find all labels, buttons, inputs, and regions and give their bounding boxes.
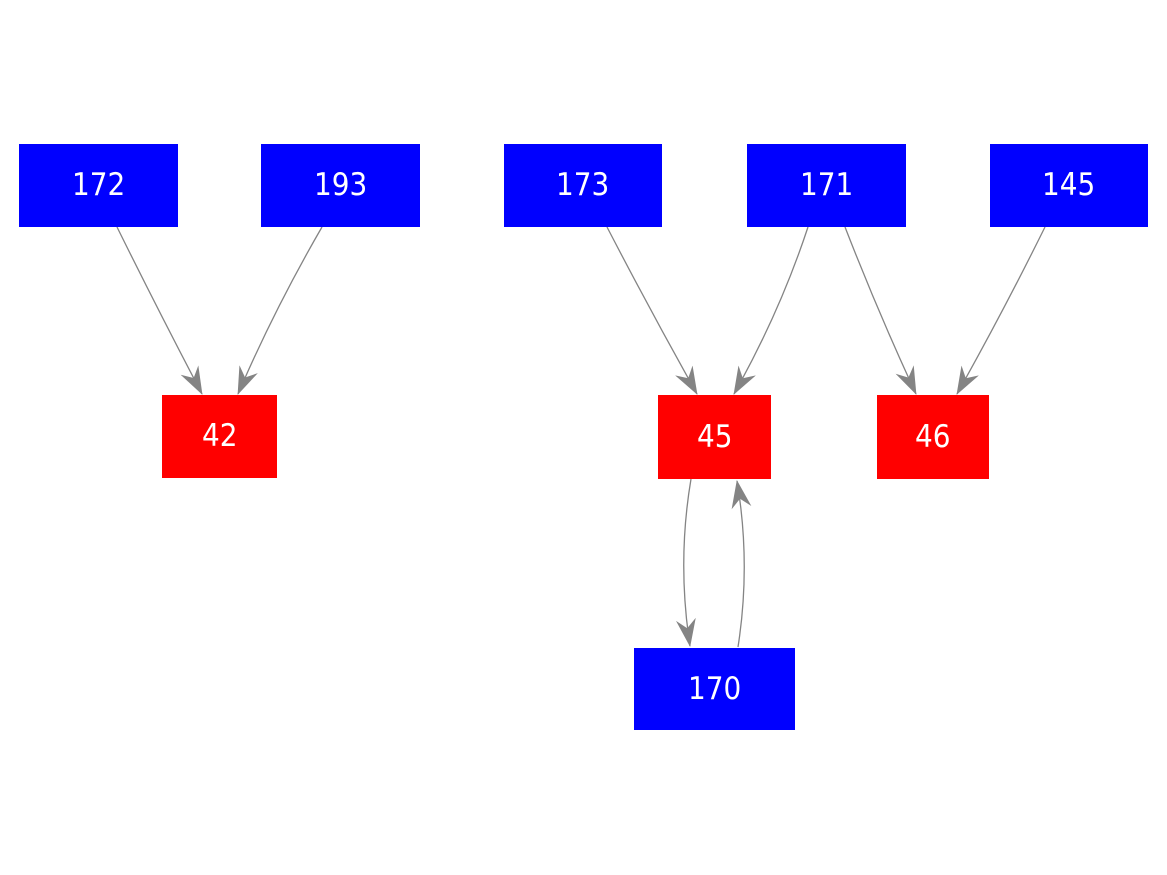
- node-label-193: 193: [313, 167, 368, 203]
- node-label-46: 46: [915, 418, 951, 455]
- node-145: 145: [990, 144, 1148, 227]
- node-170: 170: [634, 648, 795, 730]
- node-45: 45: [658, 395, 771, 479]
- node-label-172: 172: [71, 167, 126, 203]
- node-42: 42: [162, 395, 277, 478]
- node-label-170: 170: [687, 670, 742, 707]
- edge-145-to-46: [956, 226, 1046, 395]
- edge-173-to-45: [606, 226, 698, 395]
- node-173: 173: [504, 144, 662, 227]
- node-label-173: 173: [556, 167, 610, 203]
- edge-172-to-42: [116, 226, 203, 395]
- edges-group: [116, 226, 1046, 648]
- edge-171-to-46: [844, 226, 917, 395]
- edge-170-to-45: [731, 480, 752, 648]
- node-171: 171: [747, 144, 906, 227]
- node-172: 172: [19, 144, 178, 227]
- edge-171-to-45: [733, 226, 809, 395]
- edge-45-to-170: [675, 478, 696, 647]
- node-label-45: 45: [696, 418, 733, 455]
- edge-193-to-42: [237, 226, 323, 395]
- node-label-145: 145: [1042, 167, 1096, 203]
- node-193: 193: [261, 144, 420, 227]
- node-label-42: 42: [201, 418, 238, 454]
- node-46: 46: [877, 395, 989, 479]
- node-label-171: 171: [799, 167, 854, 203]
